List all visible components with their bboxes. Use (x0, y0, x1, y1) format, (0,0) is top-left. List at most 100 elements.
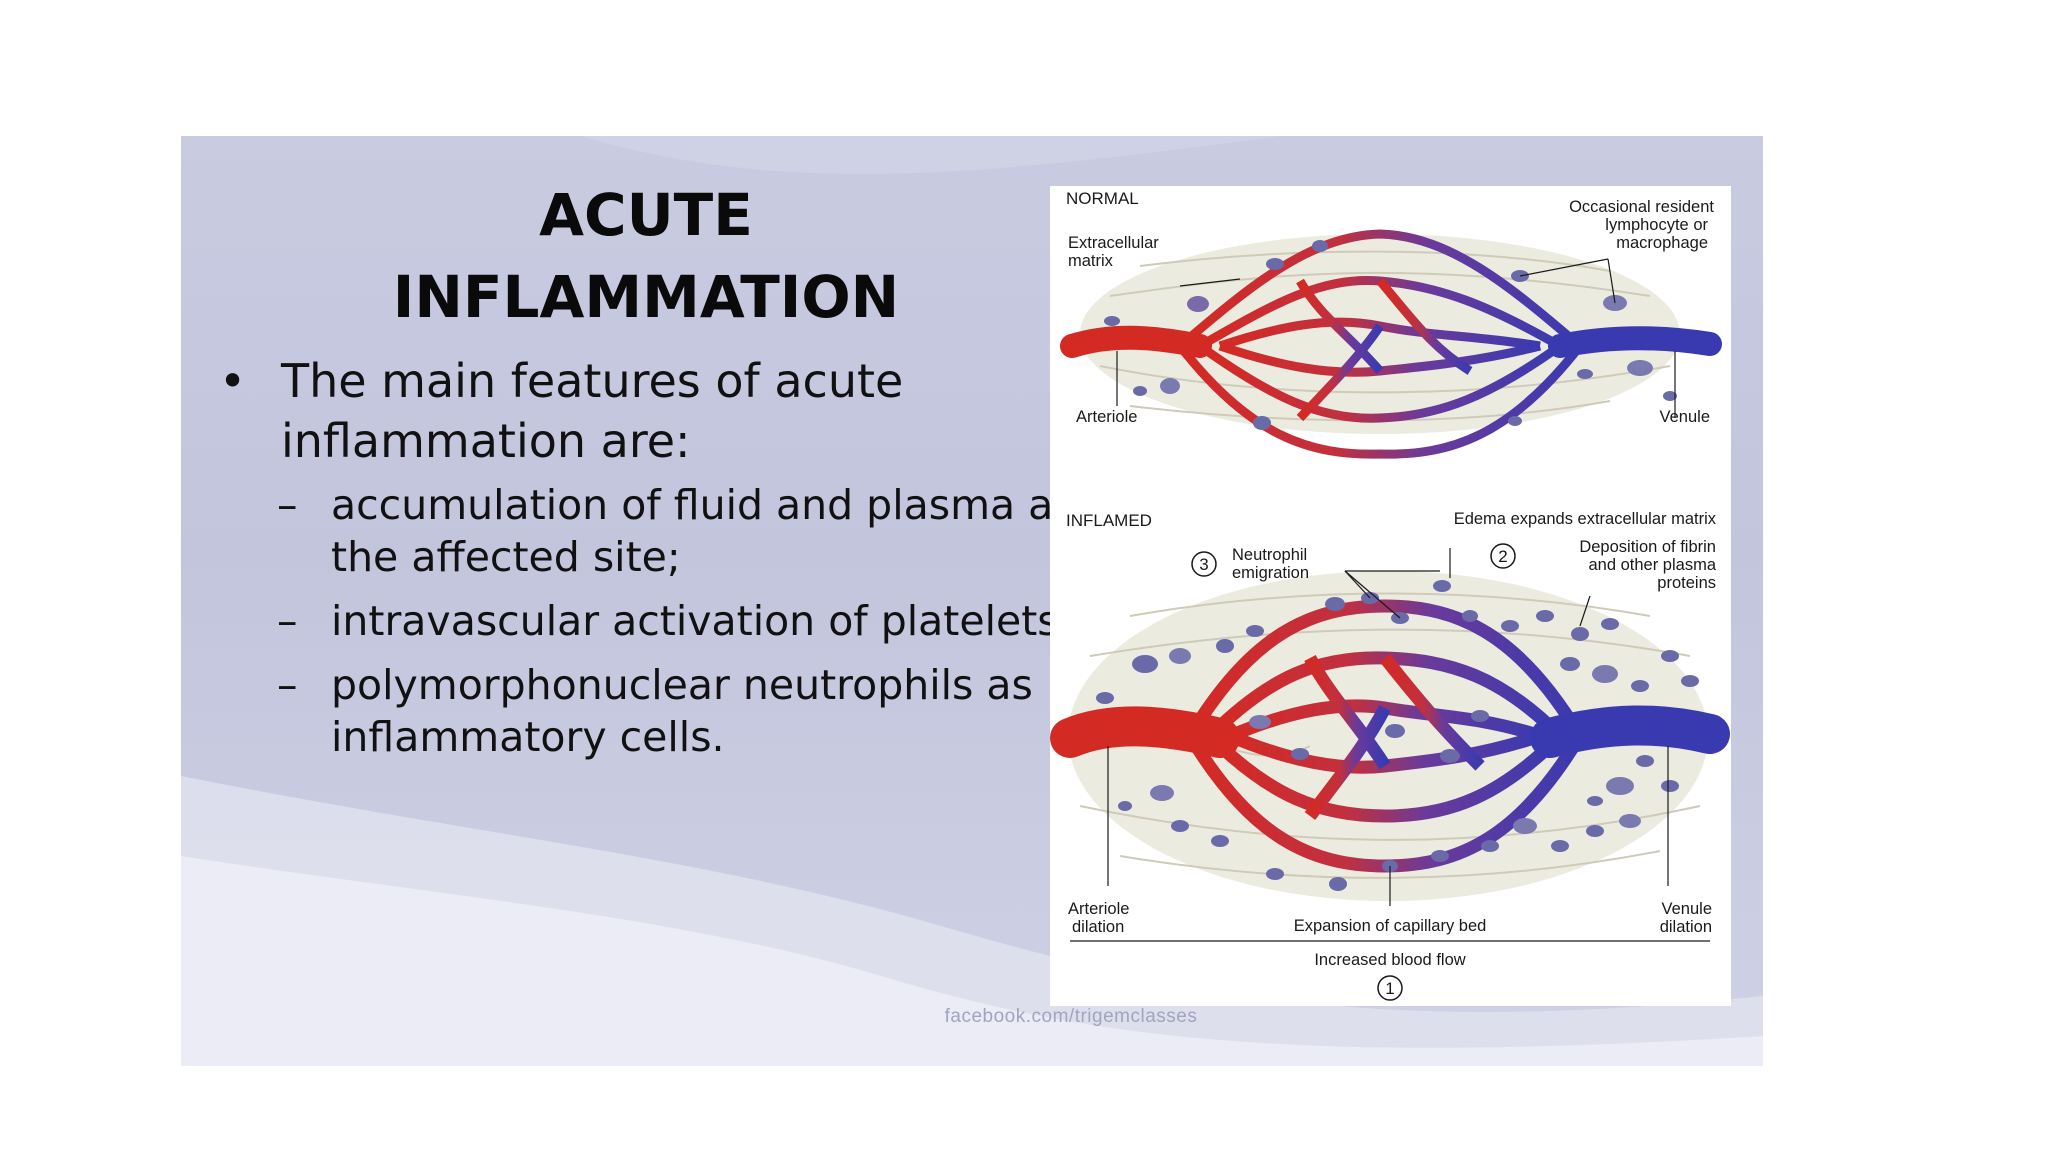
neutrophil (1536, 610, 1554, 622)
sub-point: – intravascular activation of platelets; (219, 595, 1119, 647)
cell (1663, 391, 1677, 401)
cell (1160, 378, 1180, 394)
neutrophil (1661, 780, 1679, 792)
normal-panel: NORMAL Extracellular matrix Occasional r… (1060, 189, 1722, 459)
neutrophil (1211, 835, 1229, 847)
cell (1577, 369, 1593, 379)
normal-venule (1548, 326, 1722, 358)
slide-body: • The main features of acute inflammatio… (219, 351, 1119, 775)
step-3-circle (1191, 551, 1217, 577)
neutrophil (1291, 748, 1309, 760)
neutrophil (1606, 777, 1634, 795)
cell (1266, 258, 1284, 270)
neutrophil (1560, 657, 1580, 671)
neutrophil (1150, 785, 1174, 801)
deposition-label-3: proteins (1657, 574, 1716, 592)
cell (1312, 240, 1328, 252)
neutrophil (1385, 724, 1405, 738)
neutrophil (1171, 820, 1189, 832)
arteriole-label: Arteriole (1076, 408, 1137, 426)
step-1-circle (1377, 975, 1403, 1001)
neutrophil (1636, 755, 1654, 767)
normal-heading: NORMAL (1066, 189, 1139, 208)
neutrophil (1619, 814, 1641, 828)
inflamed-cells (1096, 580, 1699, 891)
neutrophil (1462, 610, 1478, 622)
step-2-number: 2 (1498, 547, 1507, 566)
venule-dilation-label-1: Venule (1662, 900, 1712, 918)
extracellular-matrix-label-1: Extracellular (1068, 234, 1159, 252)
emigrating-neutrophil (1325, 597, 1345, 611)
neutrophil (1601, 618, 1619, 630)
neutrophil (1551, 840, 1569, 852)
emigrating-neutrophil (1433, 580, 1451, 592)
resident-cell-label-2: lymphocyte or (1605, 216, 1708, 234)
neutrophil (1169, 648, 1191, 664)
capillary-bed-label: Expansion of capillary bed (1294, 917, 1487, 935)
title-line-1: ACUTE (539, 181, 753, 249)
neutrophil (1592, 665, 1618, 683)
neutrophil (1471, 710, 1489, 722)
neutrophil (1501, 620, 1519, 632)
step-2-circle (1490, 543, 1516, 569)
slide-background-swoosh (181, 136, 1763, 1066)
sub-point-list: – accumulation of fluid and plasma at th… (219, 479, 1119, 763)
neutrophil (1631, 680, 1649, 692)
title-line-2: INFLAMMATION (392, 263, 900, 331)
arteriole-dilation-label-1: Arteriole (1068, 900, 1129, 918)
cell (1133, 386, 1147, 396)
inflammation-diagram: NORMAL Extracellular matrix Occasional r… (1050, 186, 1731, 1006)
neutrophil (1216, 639, 1234, 653)
resident-lymphocyte (1627, 360, 1653, 376)
dash-mark: – (277, 661, 298, 709)
neutrophil (1329, 877, 1347, 891)
cell (1253, 416, 1271, 430)
neutrophil (1431, 850, 1449, 862)
normal-arteriole (1060, 325, 1212, 358)
neutrophil (1249, 715, 1271, 729)
neutrophil (1681, 675, 1699, 687)
bullet-mark: • (219, 354, 247, 408)
watermark: facebook.com/trigemclasses (944, 1006, 1198, 1027)
dilated-arteriole (1050, 706, 1240, 758)
inflamed-panel: INFLAMED Edema expands extracellular mat… (1050, 510, 1730, 1001)
neutrophil (1118, 801, 1132, 811)
blood-flow-label: Increased blood flow (1314, 951, 1465, 969)
neutrophil (1096, 692, 1114, 704)
deposition-label-2: and other plasma (1589, 556, 1717, 574)
normal-capillary-network (1176, 229, 1584, 459)
main-bullet: • The main features of acute inflammatio… (219, 351, 1119, 471)
neutrophil (1586, 825, 1604, 837)
sub-point-text: accumulation of fluid and plasma at the … (331, 481, 1070, 581)
neutrophil (1513, 818, 1537, 834)
neutrophil (1587, 796, 1603, 806)
neutrophil-label-1: Neutrophil (1232, 546, 1307, 564)
venule-label: Venule (1660, 408, 1710, 426)
sub-point: – polymorphonuclear neutrophils as infla… (219, 659, 1119, 763)
neutrophil (1246, 625, 1264, 637)
step-3-number: 3 (1199, 555, 1208, 574)
arteriole-dilation-label-2: dilation (1072, 918, 1124, 936)
sub-point: – accumulation of fluid and plasma at th… (219, 479, 1119, 583)
resident-cell-label-1: Occasional resident (1569, 198, 1714, 216)
extracellular-matrix-label-2: matrix (1068, 252, 1114, 270)
normal-label-leaders (1116, 258, 1676, 418)
venule-dilation-label-2: dilation (1660, 918, 1712, 936)
inflamed-label-leaders (1070, 548, 1710, 942)
slide: ACUTE INFLAMMATION • The main features o… (181, 136, 1763, 1066)
cell (1187, 296, 1209, 312)
neutrophil-label-2: emigration (1232, 564, 1309, 582)
neutrophil (1481, 840, 1499, 852)
expanded-extracellular-matrix (1068, 571, 1708, 901)
edema-label: Edema expands extracellular matrix (1454, 510, 1717, 528)
vascular-diagram-svg: NORMAL Extracellular matrix Occasional r… (1050, 189, 1730, 1001)
normal-extracellular-matrix (1080, 234, 1680, 434)
cell (1104, 316, 1120, 326)
main-bullet-text: The main features of acute inflammation … (281, 354, 904, 468)
dilated-venule (1530, 705, 1730, 758)
step-1-number: 1 (1385, 979, 1394, 998)
cell (1508, 416, 1522, 426)
neutrophil (1266, 868, 1284, 880)
dash-mark: – (277, 597, 298, 645)
neutrophil (1661, 650, 1679, 662)
